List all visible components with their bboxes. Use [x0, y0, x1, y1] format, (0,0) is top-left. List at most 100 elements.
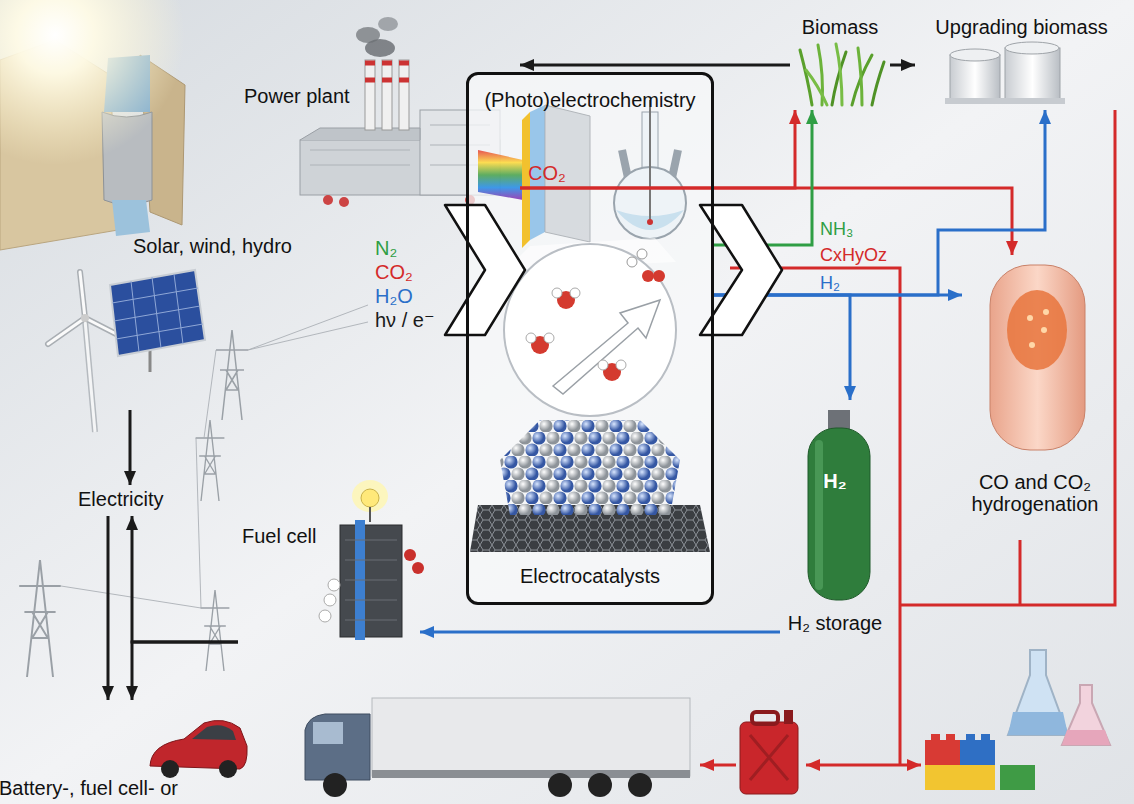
hydrogen-cylinder: [815, 440, 823, 590]
sun: [0, 0, 185, 165]
hydrogenation-reactor: [1043, 309, 1049, 315]
fuel-cell: [404, 549, 416, 561]
flow-arrow: [890, 64, 915, 67]
formula-label: CxHyOz: [820, 246, 887, 264]
power-pylons: [196, 420, 225, 501]
magnified-surface: [642, 270, 654, 282]
hydrogen-storage: H₂H₂ storage: [780, 400, 890, 640]
flask: [672, 150, 678, 178]
truck: [305, 714, 370, 780]
refinery-tanks: [945, 98, 1065, 104]
truck: [305, 698, 690, 797]
power-plant: [310, 125, 490, 165]
output-lines: [900, 110, 1115, 605]
hydrogenation-reactor: [1027, 315, 1033, 321]
truck: [313, 722, 343, 744]
power-plant: Power plant: [239, 40, 520, 205]
biomass: Biomass: [790, 14, 890, 110]
building-blocks: [966, 734, 975, 740]
wind-turbine: [81, 314, 89, 322]
magnified-surface: [552, 288, 562, 298]
node-label: Solar, wind, hydro: [133, 235, 292, 257]
lab-flasks: [1008, 650, 1068, 735]
magnified-surface: [504, 244, 676, 416]
power-plant: [365, 63, 409, 80]
wind-turbine: [48, 318, 85, 344]
biomass-grass: [800, 44, 884, 105]
building-blocks: [1000, 765, 1035, 790]
flow-arrow: [520, 110, 795, 188]
electrochemistry-box: (Photo)electrochemistryElectrocatalysts: [466, 72, 714, 605]
building-blocks: [925, 734, 1035, 790]
flask: [647, 219, 653, 225]
power-plant: [399, 60, 409, 130]
power-pylons: [216, 330, 248, 420]
hydrogenation-reactor: [990, 265, 1085, 450]
truck: [323, 773, 347, 797]
car: [219, 760, 237, 778]
fuel-cell: [361, 489, 379, 507]
formula-label: H₂: [820, 274, 840, 292]
output-lines: [1019, 540, 1022, 605]
fuel-can: [784, 710, 793, 724]
formula-label: CO₂: [375, 262, 413, 282]
truck: [628, 773, 652, 797]
magnified-surface: [553, 300, 660, 394]
biomass-grass: [836, 44, 842, 105]
formula-label: CO₂: [528, 163, 566, 183]
output-lines: [700, 110, 1115, 765]
magnified-surface: [544, 333, 554, 343]
biomass-grass: [872, 62, 884, 105]
flask: [649, 100, 651, 220]
wind-turbine: [85, 320, 95, 432]
output-lines: [730, 268, 900, 765]
formula-label: H₂O: [375, 286, 413, 306]
wind-turbine: [80, 272, 85, 318]
hydrogenation-reactor: [1007, 290, 1067, 370]
wind-turbine: [85, 320, 95, 432]
flow-arrow: [129, 410, 132, 485]
fuel-cell: [369, 507, 371, 522]
node-label: H₂: [823, 470, 846, 492]
biomass-grass: [806, 70, 827, 105]
refinery-tanks: [1005, 48, 1060, 100]
lab-flasks: [1008, 712, 1068, 735]
input-chevron: [445, 205, 525, 335]
fuel-can: [750, 735, 788, 780]
solar-panel: [110, 270, 205, 356]
lab-flasks: [1062, 730, 1110, 745]
hydrogenation-reactor: CO and CO₂ hydrogenation: [962, 255, 1108, 540]
photoelectrode: [478, 150, 523, 200]
fuel-can: [740, 710, 798, 794]
electricity-node: Electricity: [76, 485, 180, 516]
node-label: Power plant: [244, 85, 350, 107]
building-blocks: [925, 765, 995, 790]
magnified-surface: [616, 360, 626, 370]
refinery-tanks: [1005, 42, 1059, 54]
output-lines: [900, 764, 921, 767]
flow-arrow: [132, 642, 238, 700]
dam: [112, 200, 150, 236]
magnified-surface: [570, 288, 580, 298]
flow-arrow: [520, 64, 790, 67]
hydrogen-cylinder: [808, 428, 870, 600]
refinery-tanks: [945, 42, 1065, 104]
power-plant: [378, 17, 398, 31]
power-pylons: [19, 330, 248, 677]
formula-label: hν / e⁻: [375, 310, 434, 330]
electrochemistry-panel: [466, 72, 714, 605]
power-plant: [356, 27, 380, 43]
flow-arrow: [420, 631, 780, 634]
upgrading-plant: Upgrading biomass: [915, 14, 1128, 110]
solar-panel: [110, 270, 205, 372]
truck: [548, 773, 572, 797]
building-blocks: [981, 734, 990, 740]
fuel-cell: [345, 540, 397, 620]
fuel-cell: [319, 480, 424, 640]
